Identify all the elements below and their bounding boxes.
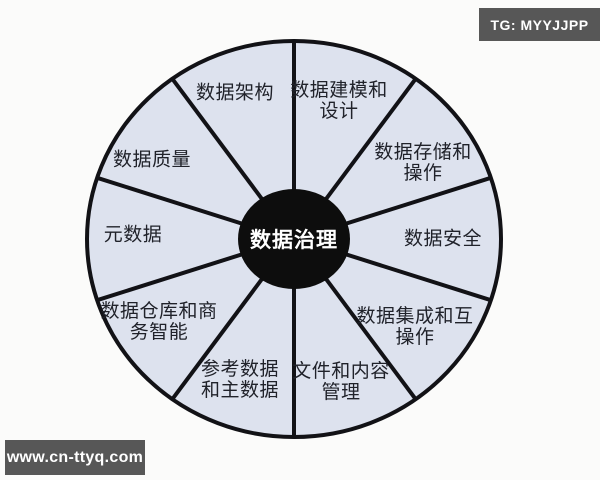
wheel-segment-label-metadata: 元数据 (104, 225, 163, 246)
wheel-spoke-72 (336, 175, 492, 229)
wheel-segment-label-line: 数据架构 (195, 82, 275, 104)
wheel-segment-label-data-integration-interoperability: 数据集成和互操作 (356, 306, 473, 348)
wheel-spoke-36 (318, 77, 418, 208)
wheel-segment-label-line: 数据建模和 (290, 80, 388, 101)
wheel-segment-label-line: 和主数据 (200, 380, 280, 401)
wheel-segment-label-line: 务智能 (129, 322, 189, 343)
wheel-segment-label-line: 元数据 (103, 224, 163, 246)
wheel-segment-label-data-security: 数据安全 (404, 229, 482, 250)
website-watermark-badge: www.cn-ttyq.com (5, 440, 145, 475)
wheel-segment-label-data-warehousing-bi: 数据仓库和商务智能 (100, 301, 217, 343)
wheel-segment-label-line: 数据存储和 (374, 142, 472, 163)
wheel-segment-label-line: 操作 (395, 327, 435, 348)
wheel-segment-label-data-modeling-design: 数据建模和设计 (290, 80, 388, 122)
wheel-segment-label-line: 数据安全 (403, 228, 483, 250)
wheel-segment-label-line: 管理 (321, 382, 361, 403)
wheel-segment-label-line: 数据仓库和商 (100, 301, 218, 322)
wheel-spoke-252 (96, 249, 252, 303)
wheel-segment-label-document-content-management: 文件和内容管理 (292, 361, 390, 403)
wheel-segment-label-line: 设计 (319, 101, 359, 122)
wheel-spoke-288 (96, 175, 252, 229)
wheel-segment-label-reference-master-data: 参考数据和主数据 (201, 359, 279, 401)
wheel-segment-label-line: 文件和内容 (292, 361, 390, 382)
wheel-spoke-324 (170, 77, 270, 208)
wheel-segment-label-line: 操作 (403, 163, 443, 184)
wheel-segment-label-data-architecture: 数据架构 (196, 83, 274, 104)
wheel-center-hub (238, 189, 350, 289)
wheel-segment-label-line: 参考数据 (200, 359, 280, 380)
wheel-segment-label-data-storage-operations: 数据存储和操作 (374, 142, 472, 184)
wheel-segment-label-line: 数据质量 (112, 149, 192, 171)
wheel-segment-label-line: 数据集成和互 (356, 306, 474, 327)
wheel-spoke-144 (318, 270, 418, 401)
wheel-center-label: 数据治理 (250, 229, 338, 252)
wheel-spoke-108 (336, 249, 492, 303)
wheel-spoke-216 (170, 270, 270, 401)
telegram-watermark-badge: TG: MYYJJPP (479, 8, 600, 41)
wheel-segment-label-data-quality: 数据质量 (113, 150, 191, 171)
